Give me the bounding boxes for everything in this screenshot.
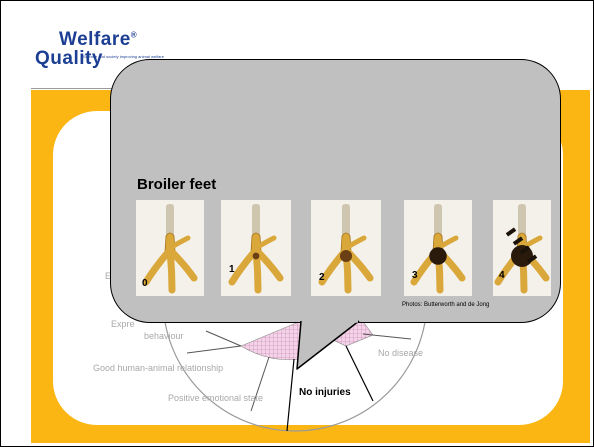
wheel-label-left-partial: E (105, 271, 112, 281)
wheel-label-positive-emotional-state: Positive emotional state (168, 393, 264, 403)
wheel-label-behaviour: behaviour (144, 331, 184, 341)
chicken-foot-image (142, 204, 198, 294)
foot-lesion-stripe (519, 245, 531, 255)
wheel-spoke (186, 345, 242, 354)
foot-photo-score-1: 1 (221, 200, 291, 296)
foot-lesion-mark (339, 249, 353, 263)
foot-photo-score-4: 4 (493, 200, 551, 296)
foot-lesion-mark (429, 247, 447, 265)
wheel-spoke (205, 330, 242, 347)
foot-score-label: 2 (319, 272, 325, 283)
chicken-foot-image (410, 204, 466, 294)
logo-tagline: Science and society improving animal wel… (83, 54, 164, 59)
wheel-spoke (250, 356, 270, 412)
wheel-label-no-disease: No disease (378, 348, 424, 358)
foot-score-label: 3 (412, 270, 418, 281)
logo-word-quality: Quality (35, 48, 103, 69)
foot-score-label: 1 (229, 264, 235, 275)
welfare-quality-logo: Welfare® Quality Science and society imp… (35, 29, 164, 83)
foot-photo-score-0: 0 (136, 200, 204, 296)
foot-lesion-mark (252, 252, 260, 260)
foot-lesion-stripe (512, 236, 524, 246)
header-divider (31, 88, 126, 89)
chicken-foot-image (494, 204, 550, 294)
wheel-label-good-human-animal-relationship: Good human-animal relationship (93, 363, 224, 373)
chicken-foot-image (318, 204, 374, 294)
logo-word-welfare: Welfare® (59, 29, 138, 50)
foot-score-label: 4 (499, 270, 505, 281)
wheel-label-no-injuries: No injuries (299, 387, 351, 398)
wheel-highlight-center (240, 320, 332, 360)
wheel-spoke (362, 333, 412, 340)
wheel-spoke (286, 358, 295, 432)
foot-score-label: 0 (142, 278, 148, 289)
wheel-label-expression-partial: Expre (111, 319, 135, 329)
foot-photo-score-3: 3 (404, 200, 472, 296)
photo-credit: Photos: Butterworth and de Jong (402, 302, 490, 308)
foot-photo-score-2: 2 (311, 200, 381, 296)
chicken-foot-image (228, 204, 284, 294)
bubble-title: Broiler feet (137, 176, 217, 193)
wheel-highlight-right (330, 318, 374, 347)
foot-lesion-stripe (526, 254, 538, 264)
foot-lesion-stripe (505, 227, 517, 237)
